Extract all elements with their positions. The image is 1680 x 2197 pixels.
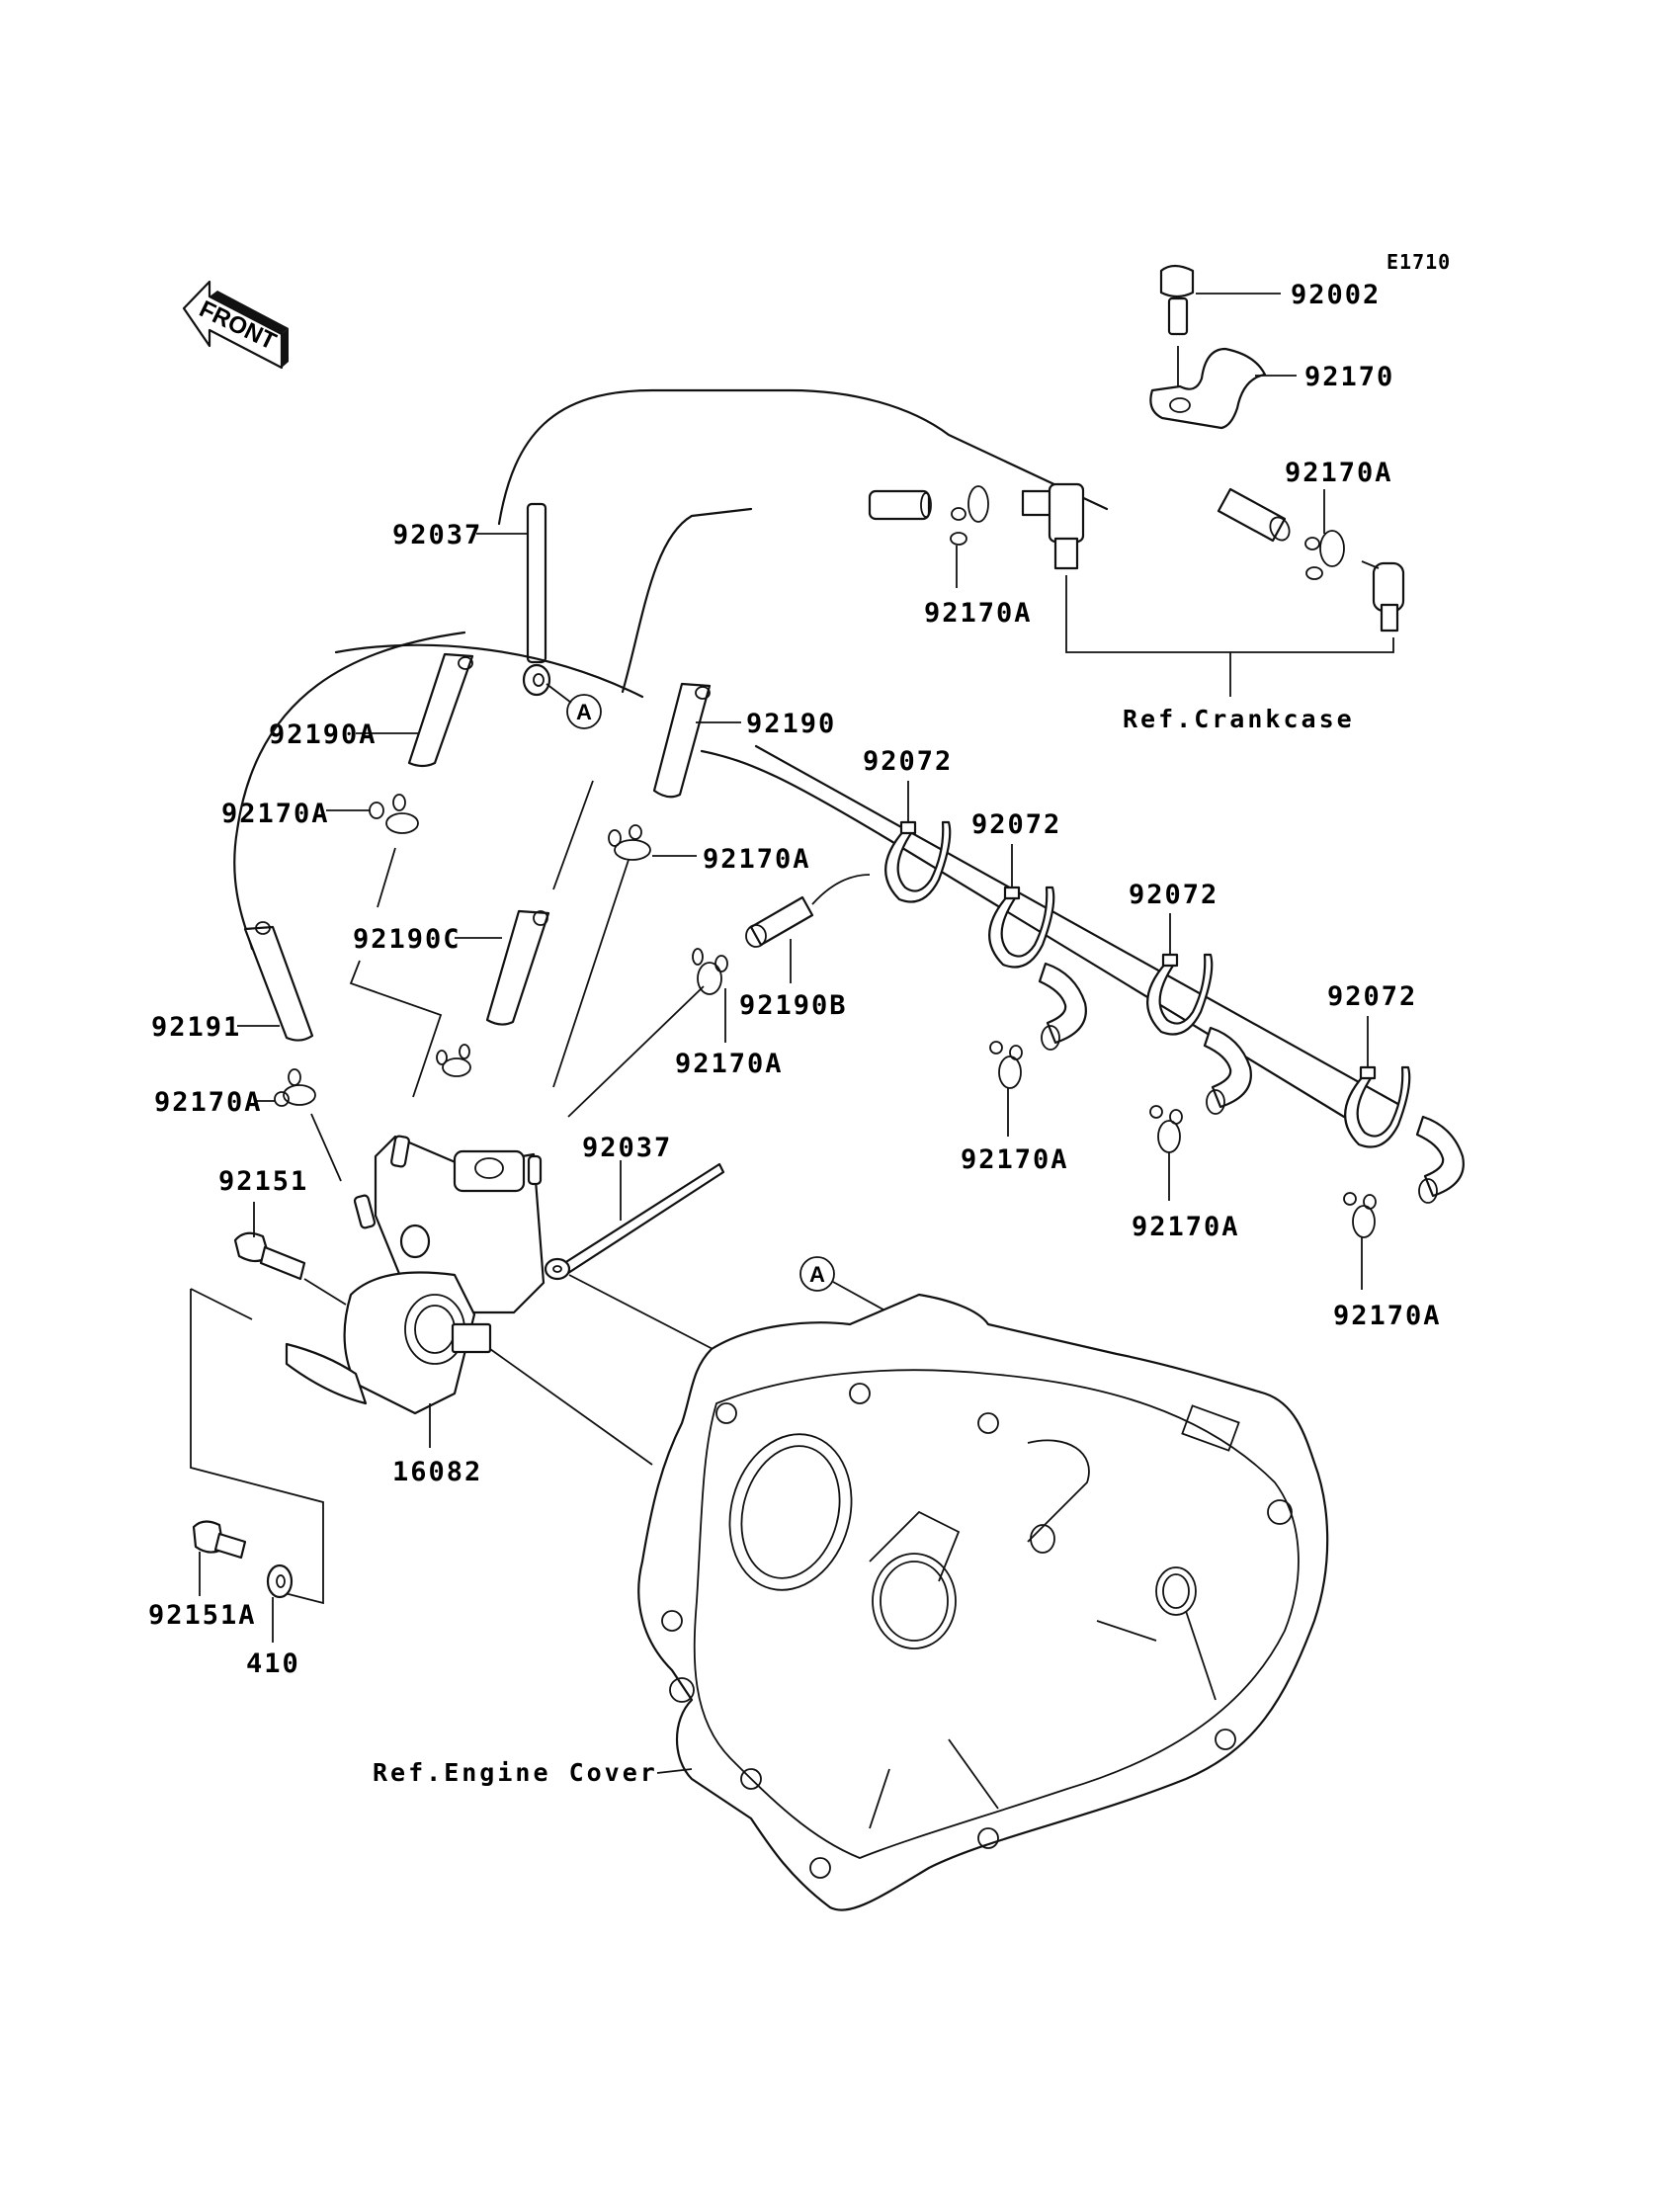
clip-tie-2[interactable] xyxy=(1149,1105,1183,1201)
band-92037-upper[interactable] xyxy=(476,502,572,704)
oil-pump-16082[interactable] xyxy=(285,1135,546,1448)
label-92170A-tie-1: 92170A xyxy=(961,1144,1069,1175)
bracket-bolt-washer xyxy=(190,1289,324,1605)
clip-top-right[interactable] xyxy=(1304,530,1345,580)
clip-top-center[interactable] xyxy=(950,485,989,588)
label-92072-1: 92072 xyxy=(863,746,953,777)
label-92002: 92002 xyxy=(1291,280,1381,310)
bolt-92151A[interactable] xyxy=(192,1520,247,1596)
hose-route-upper xyxy=(497,388,1109,526)
label-16082: 16082 xyxy=(392,1457,482,1487)
label-92170A-mid: 92170A xyxy=(703,844,811,875)
band-92037-lower[interactable] xyxy=(544,1160,752,1370)
tie-92072-4[interactable] xyxy=(1344,1016,1411,1148)
hose-92191[interactable] xyxy=(237,921,314,1042)
label-92170A-tie-2: 92170A xyxy=(1132,1212,1240,1242)
label-92190A: 92190A xyxy=(269,719,378,750)
tie-92072-2[interactable] xyxy=(988,844,1055,969)
label-92151: 92151 xyxy=(218,1166,308,1197)
label-92037-upper: 92037 xyxy=(392,520,482,550)
label-92037-lower: 92037 xyxy=(582,1133,672,1163)
label-92170A-left-lower: 92170A xyxy=(154,1087,263,1118)
engine-cover xyxy=(637,1293,1329,1911)
label-92170A-tie-3: 92170A xyxy=(1333,1301,1442,1331)
crankcase-bracket xyxy=(1065,575,1394,653)
clip-mid[interactable] xyxy=(552,824,697,1088)
front-arrow-icon: FRONT xyxy=(182,280,289,370)
hose-route-left-arc xyxy=(233,631,466,951)
reference-marker-a-lower: A xyxy=(799,1256,920,1330)
label-92072-2: 92072 xyxy=(971,809,1061,840)
label-92170A-top-center: 92170A xyxy=(924,598,1033,629)
elbow-hose-3[interactable] xyxy=(1415,1115,1465,1204)
label-92190: 92190 xyxy=(746,709,836,739)
hose-route-left xyxy=(334,643,644,699)
elbow-hose-2[interactable] xyxy=(1203,1026,1252,1115)
clip-tie-3[interactable] xyxy=(1343,1192,1377,1290)
main-hose-lower-edge xyxy=(754,744,1405,1109)
ref-crankcase: Ref.Crankcase xyxy=(1123,705,1355,733)
hose-piece-top-right[interactable] xyxy=(1217,487,1293,544)
svg-text:A: A xyxy=(576,700,592,724)
main-hose-upper-edge xyxy=(700,749,1346,1119)
hose-92190A[interactable] xyxy=(356,652,474,768)
hose-92190C[interactable] xyxy=(455,780,594,1026)
hose-piece-top-center[interactable] xyxy=(868,489,932,521)
clip-left-upper[interactable] xyxy=(326,794,419,908)
reference-marker-a-upper: A xyxy=(566,694,602,729)
crankcase-fitting-left xyxy=(1021,482,1085,570)
hose-route-92190 xyxy=(621,507,753,694)
elbow-hose-1[interactable] xyxy=(1038,962,1087,1051)
clip-left-lower[interactable] xyxy=(255,1068,342,1182)
hose-92190B[interactable] xyxy=(745,874,871,983)
svg-text:A: A xyxy=(809,1262,825,1287)
label-92170: 92170 xyxy=(1304,362,1394,392)
label-92190C: 92190C xyxy=(353,924,462,955)
clip-mid-lower[interactable] xyxy=(567,948,728,1118)
bolt-92151[interactable] xyxy=(233,1202,347,1306)
washer-410[interactable] xyxy=(266,1563,294,1643)
tie-92072-3[interactable] xyxy=(1146,913,1214,1036)
label-92170A-top-right: 92170A xyxy=(1285,458,1393,488)
leader-pump-cover xyxy=(489,1348,653,1466)
label-92072-3: 92072 xyxy=(1129,880,1218,910)
label-92151A: 92151A xyxy=(148,1600,257,1631)
crankcase-fitting-right xyxy=(1361,560,1405,633)
label-92072-4: 92072 xyxy=(1327,981,1417,1012)
clamp-92170[interactable] xyxy=(1149,347,1297,430)
label-92170A-mid-lower: 92170A xyxy=(675,1049,784,1079)
leader-92190C-pump xyxy=(349,960,443,1098)
tie-92072-1[interactable] xyxy=(884,781,952,903)
label-410: 410 xyxy=(246,1648,300,1679)
clip-pump-top xyxy=(436,1044,471,1077)
clip-tie-1[interactable] xyxy=(989,1041,1023,1137)
label-92190B: 92190B xyxy=(739,990,848,1021)
label-92191: 92191 xyxy=(151,1012,241,1043)
ref-engine-cover: Ref.Engine Cover xyxy=(373,1758,658,1787)
hose-92190[interactable] xyxy=(652,682,741,799)
figure-code: E1710 xyxy=(1386,250,1451,274)
